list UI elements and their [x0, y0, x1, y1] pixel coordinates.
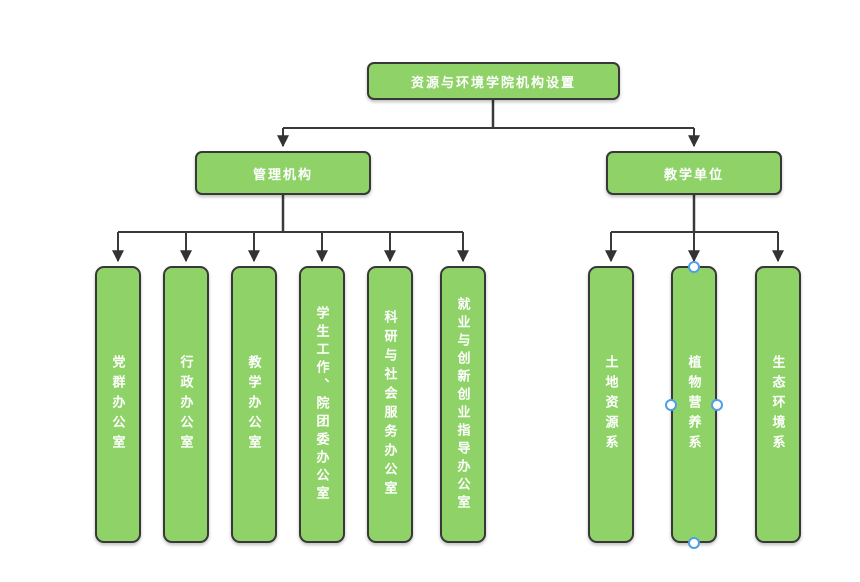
node-root-label: 资源与环境学院机构设置: [410, 74, 576, 90]
node-root[interactable]: 资源与环境学院机构设置: [367, 62, 620, 100]
node-teaching-office-label: 教学办公室: [246, 354, 262, 455]
selection-handle-right[interactable]: [711, 399, 723, 411]
node-management-label: 管理机构: [252, 166, 313, 182]
node-employment-innovation-office[interactable]: 就业与创新创业指导办公室: [440, 266, 486, 543]
node-plant-nutrition-dept-label: 植物营养系: [686, 354, 702, 455]
node-student-league-office[interactable]: 学生工作、院团委办公室: [299, 266, 345, 543]
node-teaching[interactable]: 教学单位: [606, 151, 782, 195]
node-teaching-label: 教学单位: [663, 166, 724, 182]
selection-handle-top[interactable]: [688, 261, 700, 273]
node-management[interactable]: 管理机构: [195, 151, 371, 195]
node-research-service-office-label: 科研与社会服务办公室: [382, 309, 398, 500]
node-employment-innovation-office-label: 就业与创新创业指导办公室: [455, 296, 471, 513]
node-student-league-office-label: 学生工作、院团委办公室: [314, 305, 330, 504]
node-party-office-label: 党群办公室: [110, 354, 126, 455]
node-land-resources-dept-label: 土地资源系: [603, 354, 619, 455]
node-party-office[interactable]: 党群办公室: [95, 266, 141, 543]
node-admin-office[interactable]: 行政办公室: [163, 266, 209, 543]
selection-handle-left[interactable]: [665, 399, 677, 411]
node-research-service-office[interactable]: 科研与社会服务办公室: [367, 266, 413, 543]
node-teaching-office[interactable]: 教学办公室: [231, 266, 277, 543]
node-eco-environment-dept[interactable]: 生态环境系: [755, 266, 801, 543]
node-eco-environment-dept-label: 生态环境系: [770, 354, 786, 455]
node-admin-office-label: 行政办公室: [178, 354, 194, 455]
node-land-resources-dept[interactable]: 土地资源系: [588, 266, 634, 543]
selection-handle-bottom[interactable]: [688, 537, 700, 549]
